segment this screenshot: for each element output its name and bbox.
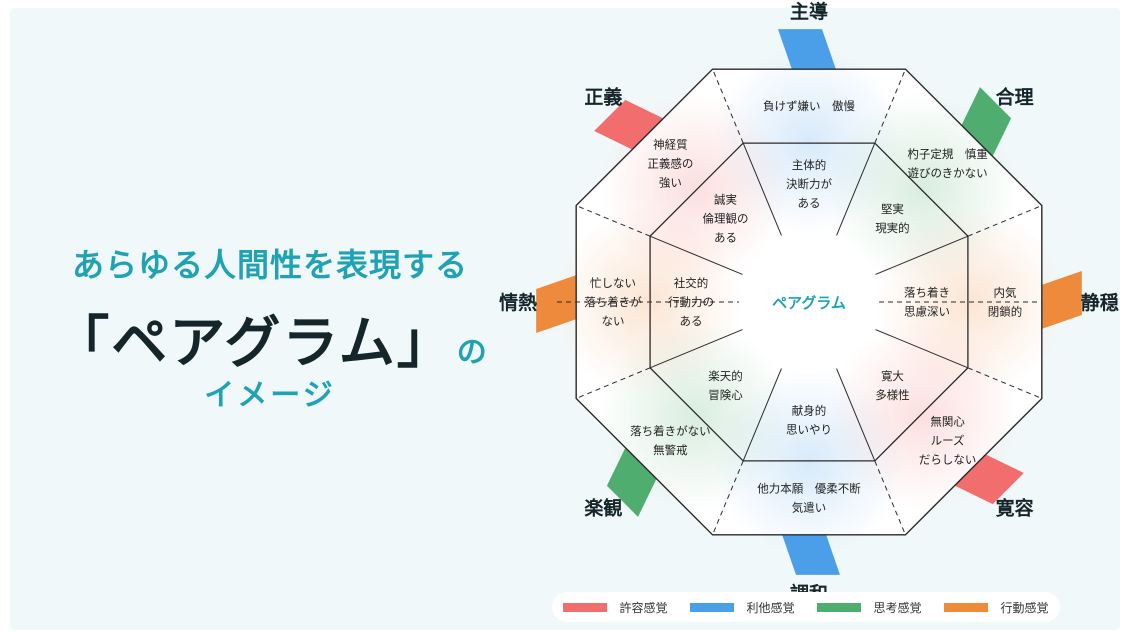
- outer-trait-text: 忙しない: [590, 276, 636, 290]
- inner-trait-text: ある: [714, 231, 737, 245]
- outer-trait-text: 落ち着きが: [584, 295, 642, 309]
- axis-label: 正義: [584, 85, 622, 108]
- inner-divider: [875, 235, 969, 275]
- inner-trait-text: ある: [798, 196, 821, 210]
- center-label: ペアグラム: [772, 294, 846, 312]
- axis-label: 寛容: [996, 497, 1034, 520]
- inner-divider: [649, 235, 743, 275]
- inner-trait-text: 献身的: [792, 404, 827, 418]
- axis-label: 情熱: [499, 291, 537, 314]
- outer-trait-text: 他力本願 優柔不断: [757, 482, 861, 496]
- main-title: 「ペアグラム」の: [30, 298, 510, 379]
- inner-divider: [836, 368, 876, 462]
- legend-swatch: [563, 602, 608, 612]
- legend-item-kodo: 行動感覚: [944, 599, 1049, 616]
- legend-item-rita: 利他感覚: [690, 599, 795, 616]
- legend-label: 思考感覚: [873, 600, 922, 615]
- inner-divider: [742, 368, 782, 462]
- main-title-text: 「ペアグラム」: [53, 311, 455, 376]
- legend-label: 行動感覚: [1000, 600, 1049, 615]
- inner-trait-text: 落ち着き: [904, 286, 950, 300]
- headline: あらゆる人間性を表現する: [71, 246, 468, 284]
- inner-trait-text: 社交的: [674, 276, 709, 290]
- inner-trait-text: ある: [680, 314, 703, 328]
- inner-trait-text: 思慮深い: [904, 305, 950, 319]
- axis-label: 合理: [996, 85, 1034, 108]
- outer-trait-text: 強い: [659, 175, 682, 189]
- inner-divider: [875, 329, 969, 369]
- inner-trait-text: 冒険心: [708, 388, 743, 402]
- outer-trait-text: 正義感の: [647, 156, 693, 170]
- sub-title: イメージ: [204, 378, 336, 413]
- main-title-suffix: の: [456, 335, 487, 370]
- inner-trait-text: 現実的: [875, 221, 910, 235]
- outer-trait-text: ルーズ: [931, 434, 965, 448]
- outer-divider: [967, 367, 1043, 399]
- outer-trait-text: 閉鎖的: [988, 305, 1023, 319]
- outer-divider: [712, 460, 744, 536]
- center-octagon: [744, 237, 874, 367]
- inner-trait-text: 堅実: [881, 202, 904, 216]
- inner-divider: [649, 329, 743, 369]
- outer-divider: [967, 205, 1043, 237]
- legend: 許容感覚 利他感覚 思考感覚 行動感覚: [552, 592, 1060, 622]
- outer-trait-text: 無警戒: [653, 443, 688, 457]
- inner-trait-text: 楽天的: [708, 369, 743, 383]
- inner-trait-text: 寛大: [881, 369, 904, 383]
- outer-trait-text: だらしない: [919, 453, 977, 467]
- inner-trait-text: 多様性: [875, 388, 910, 402]
- outer-trait-text: 落ち着きがない: [630, 424, 711, 438]
- inner-trait-text: 主体的: [792, 158, 827, 172]
- legend-item-kyoyo: 許容感覚: [563, 599, 668, 616]
- outer-ring: [575, 68, 1043, 536]
- inner-trait-text: 決断力が: [786, 177, 832, 191]
- outer-divider: [575, 205, 651, 237]
- legend-label: 利他感覚: [746, 600, 795, 615]
- outer-trait-text: ない: [602, 314, 625, 328]
- outer-divider: [874, 460, 906, 536]
- legend-swatch: [690, 602, 735, 612]
- outer-divider: [575, 367, 651, 399]
- axis-label: 楽観: [584, 497, 622, 520]
- outer-trait-text: 無関心: [930, 415, 965, 429]
- legend-swatch: [817, 602, 862, 612]
- outer-trait-text: 気遣い: [792, 501, 827, 515]
- legend-item-shiko: 思考感覚: [817, 599, 922, 616]
- legend-label: 許容感覚: [619, 600, 668, 615]
- axis-label: 主導: [790, 0, 828, 23]
- outer-trait-text: 負けず嫌い 傲慢: [763, 99, 855, 113]
- outer-trait-text: 内気: [994, 286, 1017, 300]
- inner-trait-text: 誠実: [714, 193, 737, 207]
- outer-trait-text: 杓子定規 慎重: [907, 147, 988, 161]
- inner-trait-text: 倫理観の: [703, 212, 749, 226]
- axis-label: 静穏: [1081, 291, 1119, 314]
- outer-divider: [874, 68, 906, 144]
- inner-trait-text: 思いやり: [786, 423, 832, 437]
- outer-trait-text: 遊びのきかない: [908, 166, 988, 180]
- outer-divider: [712, 68, 744, 144]
- inner-divider: [836, 142, 876, 236]
- inner-trait-text: 行動力の: [668, 295, 714, 309]
- inner-divider: [742, 142, 782, 236]
- outer-trait-text: 神経質: [653, 137, 688, 151]
- legend-swatch: [944, 602, 989, 612]
